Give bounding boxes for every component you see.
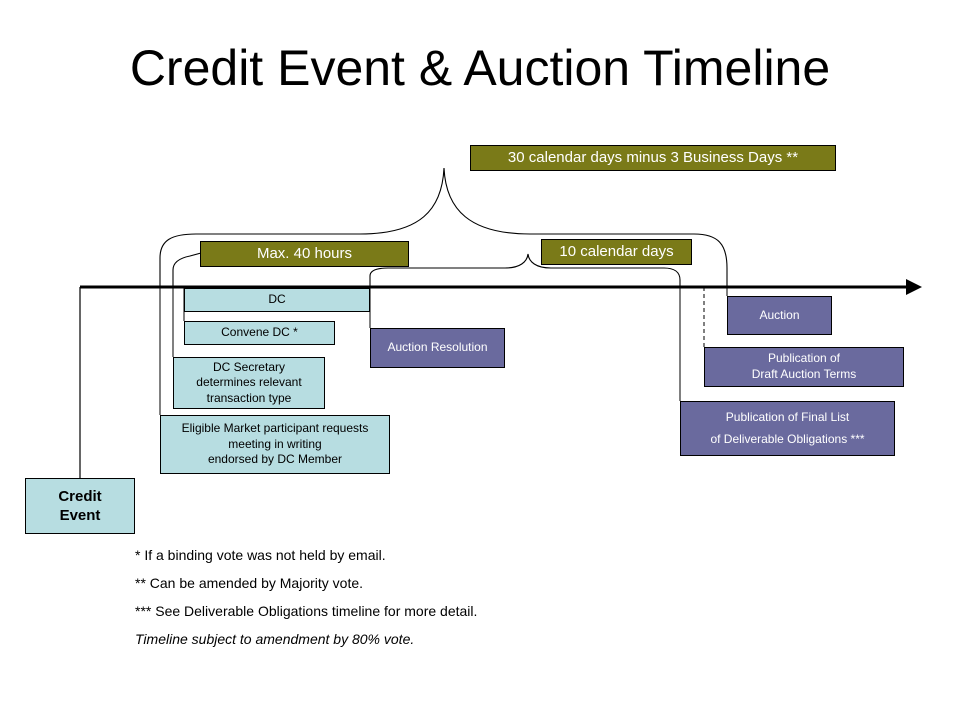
auction-box: Auction xyxy=(727,296,832,335)
footnote-majority-vote: ** Can be amended by Majority vote. xyxy=(135,575,364,591)
footnote-deliverable-obligations: *** See Deliverable Obligations timeline… xyxy=(135,603,478,619)
eligible-request-box: Eligible Market participant requests mee… xyxy=(160,415,390,474)
brace-10-days xyxy=(369,253,681,287)
credit-event-box: Credit Event xyxy=(25,478,135,534)
ten-days-label: 10 calendar days xyxy=(541,239,692,265)
auction-resolution-box: Auction Resolution xyxy=(370,328,505,368)
footnote-binding-vote: * If a binding vote was not held by emai… xyxy=(135,547,386,563)
total-period-label: 30 calendar days minus 3 Business Days *… xyxy=(470,145,836,171)
page-title: Credit Event & Auction Timeline xyxy=(129,40,831,96)
dc-secretary-box: DC Secretary determines relevant transac… xyxy=(173,357,325,409)
footnotes: * If a binding vote was not held by emai… xyxy=(135,541,477,653)
draft-auction-terms-box: Publication of Draft Auction Terms xyxy=(704,347,904,387)
brace-40-hours xyxy=(172,252,202,287)
final-list-box: Publication of Final List of Deliverable… xyxy=(680,401,895,456)
timeline-arrowhead xyxy=(906,279,922,295)
convene-dc-box: Convene DC * xyxy=(184,321,335,345)
brace-30-days xyxy=(159,167,728,287)
dc-box: DC xyxy=(184,288,370,312)
footnote-amendment: Timeline subject to amendment by 80% vot… xyxy=(135,631,415,647)
max-hours-label: Max. 40 hours xyxy=(200,241,409,267)
